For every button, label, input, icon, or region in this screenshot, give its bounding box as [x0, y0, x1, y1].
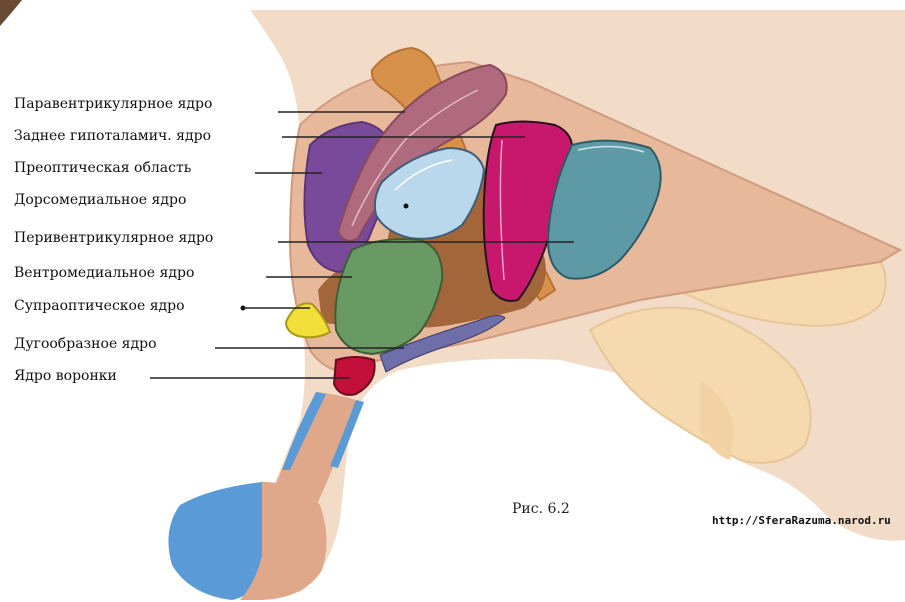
label-supraoptic: Супраоптическое ядро: [14, 297, 185, 315]
label-infundibular: Ядро воронки: [14, 367, 117, 385]
label-dorsomedial: Дорсомедиальное ядро: [14, 191, 186, 209]
figure-caption: Рис. 6.2: [512, 501, 570, 517]
top-left-corner-shade: [0, 0, 22, 26]
label-periventricular: Перивентрикулярное ядро: [14, 229, 213, 247]
label-arcuate: Дугообразное ядро: [14, 335, 157, 353]
dot-dorsomedial: [404, 204, 409, 209]
label-posterior: Заднее гипоталамич. ядро: [14, 127, 211, 145]
label-preoptic: Преоптическая область: [14, 159, 191, 177]
label-paraventricular: Паравентрикулярное ядро: [14, 95, 212, 113]
source-url: http://SferaRazuma.narod.ru: [712, 514, 891, 527]
label-ventromedial: Вентромедиальное ядро: [14, 264, 194, 282]
